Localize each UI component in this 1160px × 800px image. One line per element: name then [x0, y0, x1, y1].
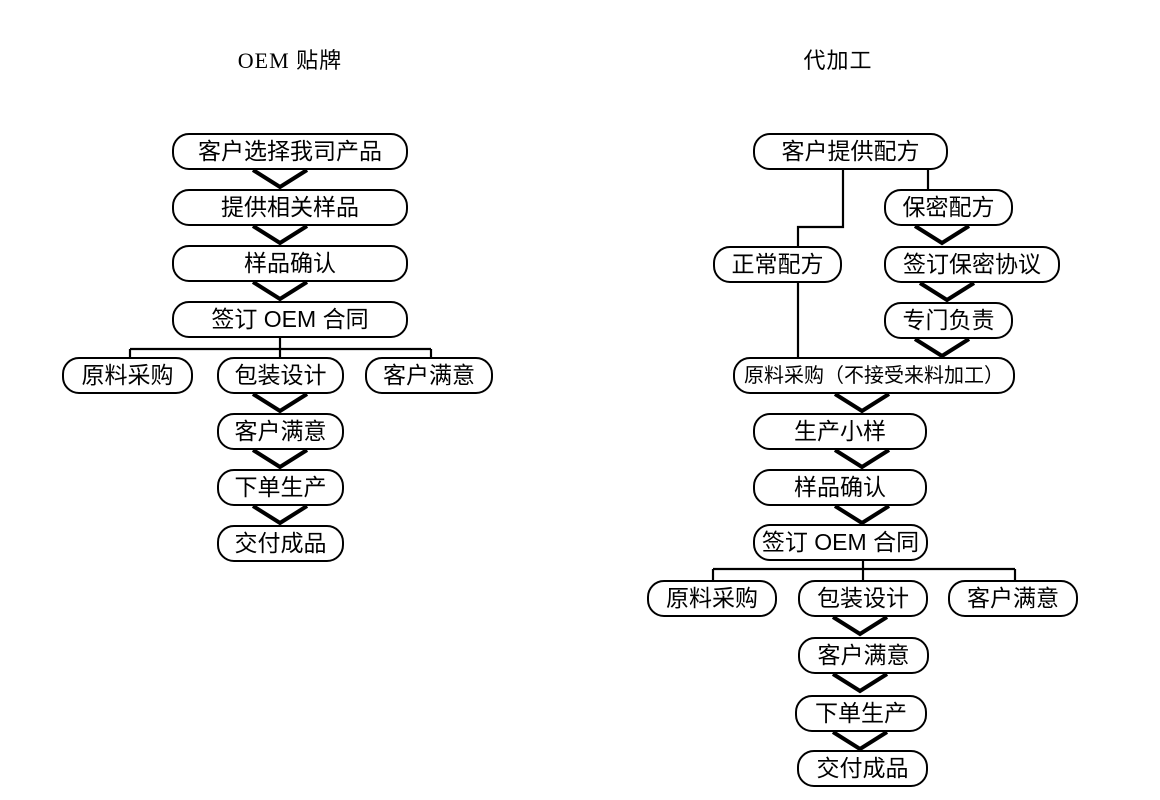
odm-chevron-purchase-to-batch	[833, 392, 891, 414]
odm-node-small-batch: 生产小样	[753, 413, 927, 450]
odm-chevron-order-to-deliver	[831, 730, 889, 752]
odm-node-customer-satisfied: 客户满意	[798, 637, 929, 674]
odm-node-material-purchase-note: 原料采购（不接受来料加工）	[733, 357, 1015, 394]
odm-node-secret-formula: 保密配方	[884, 189, 1013, 226]
odm-node-customer-satisfied-branch: 客户满意	[948, 580, 1078, 617]
oem-node-customer-satisfied-branch: 客户满意	[365, 357, 493, 394]
oem-node-sample-confirm: 样品确认	[172, 245, 408, 282]
oem-chevron-confirm-to-contract	[251, 280, 309, 302]
odm-node-sign-nda: 签订保密协议	[884, 246, 1060, 283]
oem-node-provide-samples: 提供相关样品	[172, 189, 408, 226]
odm-chevron-nda-to-staff	[918, 281, 976, 303]
odm-chevron-confirm-to-contract	[833, 504, 891, 526]
odm-node-material-purchase: 原料采购	[647, 580, 777, 617]
odm-node-normal-formula: 正常配方	[713, 246, 842, 283]
odm-chevron-satisfied-to-order	[831, 672, 889, 694]
oem-node-sign-contract: 签订 OEM 合同	[172, 301, 408, 338]
oem-node-place-order: 下单生产	[217, 469, 344, 506]
odm-node-sample-confirm: 样品确认	[753, 469, 927, 506]
oem-chevron-select-to-samples	[251, 168, 309, 190]
odm-node-customer-formula: 客户提供配方	[753, 133, 948, 170]
odm-chevron-design-to-satisfied	[831, 615, 889, 637]
odm-chart-title: 代加工	[803, 48, 873, 73]
oem-chevron-satisfied-to-order	[251, 448, 309, 470]
oem-node-select-product: 客户选择我司产品	[172, 133, 408, 170]
odm-chevron-batch-to-confirm	[833, 448, 891, 470]
odm-node-sign-contract: 签订 OEM 合同	[753, 524, 928, 561]
oem-node-package-design: 包装设计	[217, 357, 344, 394]
odm-node-place-order: 下单生产	[795, 695, 927, 732]
oem-node-deliver-product: 交付成品	[217, 525, 344, 562]
odm-chevron-staff-to-purchase	[913, 337, 971, 359]
odm-elbow-formula-to-normal	[796, 170, 845, 247]
odm-node-dedicated-staff: 专门负责	[884, 302, 1013, 339]
oem-chevron-design-to-satisfied	[251, 392, 309, 414]
odm-chevron-secret-to-nda	[913, 224, 971, 246]
oem-node-material-purchase: 原料采购	[62, 357, 193, 394]
odm-node-deliver-product: 交付成品	[797, 750, 928, 787]
odm-node-package-design: 包装设计	[798, 580, 928, 617]
oem-chart-title: OEM 贴牌	[237, 48, 343, 73]
oem-node-customer-satisfied: 客户满意	[217, 413, 344, 450]
oem-chevron-order-to-deliver	[251, 504, 309, 526]
oem-chevron-samples-to-confirm	[251, 224, 309, 246]
